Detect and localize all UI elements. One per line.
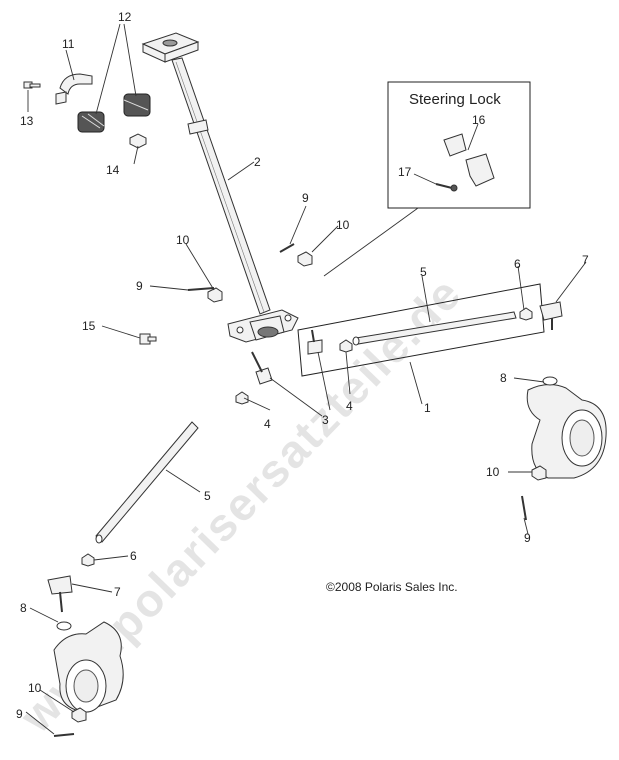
callout-7-left: 7 [114,585,121,599]
callout-13: 13 [20,114,34,128]
jam-nut-4-left [235,391,249,405]
callout-10-left: 10 [176,233,190,247]
callout-5-left: 5 [204,489,211,503]
spindle-right [521,376,607,521]
bolt-15 [139,333,157,345]
callout-1: 1 [424,401,431,415]
callout-10-left-bottom: 10 [28,681,42,695]
callout-15: 15 [82,319,96,333]
steering-column [141,32,299,343]
callout-9-right: 9 [524,531,531,545]
callout-16: 16 [472,113,486,127]
bolt-9-upper [279,243,295,253]
callout-8-left: 8 [20,601,27,615]
callout-11: 11 [62,37,75,51]
tie-rod-end-3 [251,351,273,385]
nut-10-upper [297,251,313,267]
callout-10-right: 10 [486,465,500,479]
callout-7-right: 7 [582,253,589,267]
nut-14 [129,133,147,149]
copyright-text: ©2008 Polaris Sales Inc. [326,580,458,594]
bolt-9-left [187,287,215,291]
callout-9-left-bottom: 9 [16,707,23,721]
steering-lock-inset: Steering Lock [387,81,531,209]
callout-4-right: 4 [346,399,353,413]
callout-9-upper: 9 [302,191,309,205]
callout-6-left: 6 [130,549,137,563]
callout-17: 17 [398,165,412,179]
callout-4-left: 4 [264,417,271,431]
bushing-12 [77,93,151,133]
bushing-clamp-11 [55,73,93,105]
bolt-13 [23,81,41,89]
callout-numbers: 12 11 13 14 2 9 10 10 9 15 4 3 4 5 1 6 7… [16,10,589,721]
callout-12: 12 [118,10,132,24]
tie-rod-assembly-1 [297,283,563,377]
callout-9-left: 9 [136,279,143,293]
callout-2: 2 [254,155,261,169]
callout-3: 3 [322,413,329,427]
callout-6-right: 6 [514,257,521,271]
tie-rod-5-left [47,421,199,613]
callout-14: 14 [106,163,120,177]
nut-10-left [207,287,223,303]
callout-5-right: 5 [420,265,427,279]
leader-lines [25,23,587,735]
spindle-left [53,621,124,737]
inset-title: Steering Lock [409,91,501,108]
callout-8-right: 8 [500,371,507,385]
callout-10-upper: 10 [336,218,350,232]
